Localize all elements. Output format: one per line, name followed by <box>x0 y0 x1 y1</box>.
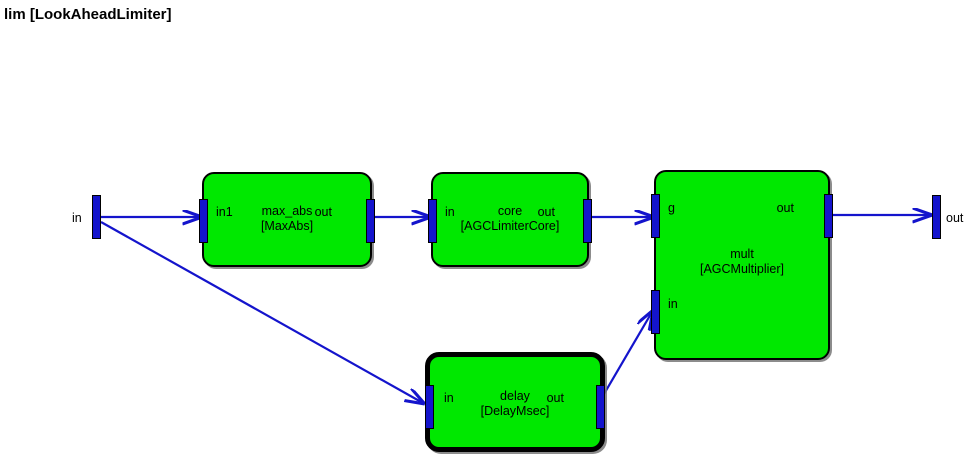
block-name-delay: delay <box>500 389 530 403</box>
port-mult-out[interactable] <box>824 194 833 238</box>
port-delay-out[interactable] <box>596 385 605 429</box>
block-type-delay: [DelayMsec] <box>480 404 550 418</box>
block-type-core: [AGCLimiterCore] <box>460 219 560 233</box>
port-label-mult-out: out <box>776 201 794 215</box>
port-label-mult-g: g <box>668 201 675 215</box>
port-label-max_abs-in1: in1 <box>216 205 233 219</box>
port-core-out[interactable] <box>583 199 592 243</box>
block-label-core: core[AGCLimiterCore] <box>433 204 587 234</box>
port-max_abs-out[interactable] <box>366 199 375 243</box>
port-label-core-in: in <box>445 205 455 219</box>
port-mult-in[interactable] <box>651 290 660 334</box>
terminal-label-in: in <box>72 211 82 225</box>
block-name-max_abs: max_abs <box>261 204 313 218</box>
block-label-max_abs: max_abs[MaxAbs] <box>204 204 370 234</box>
block-name-mult: mult <box>730 247 754 261</box>
block-type-mult: [AGCMultiplier] <box>699 262 785 276</box>
block-label-mult: mult[AGCMultiplier] <box>656 247 828 277</box>
port-max_abs-in1[interactable] <box>199 199 208 243</box>
block-name-core: core <box>497 204 523 218</box>
port-mult-g[interactable] <box>651 194 660 238</box>
port-label-core-out: out <box>537 205 555 219</box>
terminal-out[interactable] <box>932 195 941 239</box>
port-label-delay-in: in <box>444 391 454 405</box>
block-mult[interactable]: mult[AGCMultiplier] g in out <box>651 170 833 360</box>
block-label-delay: delay[DelayMsec] <box>430 389 600 419</box>
port-label-mult-in: in <box>668 297 678 311</box>
terminal-label-out: out <box>946 211 964 225</box>
terminal-in[interactable] <box>92 195 101 239</box>
wire-delay-to-mult-in[interactable] <box>603 312 652 395</box>
block-type-max_abs: [MaxAbs] <box>260 219 314 233</box>
page-title: lim [LookAheadLimiter] <box>4 6 172 23</box>
port-delay-in[interactable] <box>425 385 434 429</box>
port-core-in[interactable] <box>428 199 437 243</box>
port-label-max_abs-out: out <box>314 205 332 219</box>
port-label-delay-out: out <box>546 391 564 405</box>
